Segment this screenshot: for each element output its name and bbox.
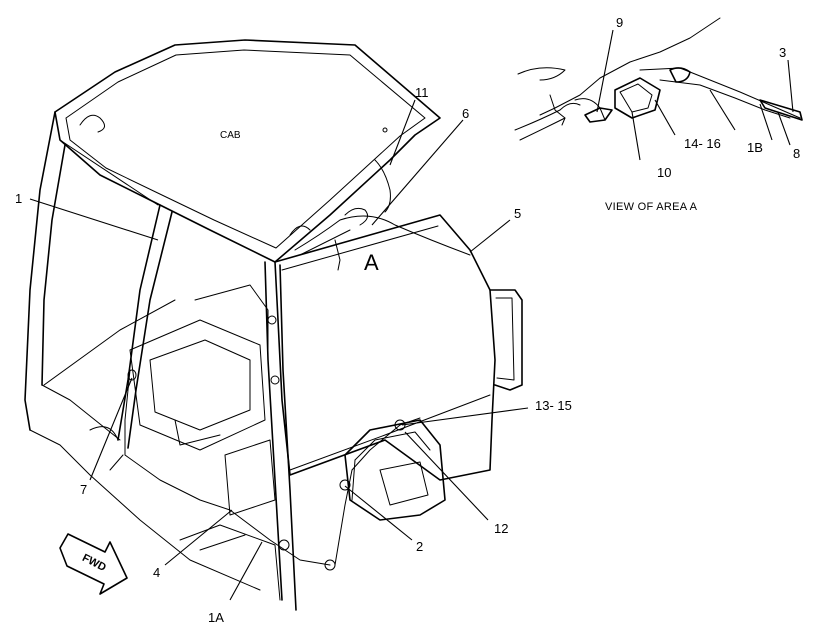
leader-lines bbox=[29, 29, 794, 601]
callout-1b: 1B bbox=[747, 140, 763, 155]
callout-13-15: 13- 15 bbox=[535, 398, 572, 413]
callout-1: 1 bbox=[15, 191, 22, 206]
callout-6: 6 bbox=[462, 106, 469, 121]
area-a-marker: A bbox=[364, 250, 379, 275]
cab-rear-post bbox=[264, 261, 297, 611]
callout-5: 5 bbox=[514, 206, 521, 221]
callout-2: 2 bbox=[416, 539, 423, 554]
fwd-direction-icon: FWD bbox=[59, 533, 128, 595]
callout-11: 11 bbox=[415, 85, 429, 100]
callout-7: 7 bbox=[80, 482, 87, 497]
cab-rear-panel bbox=[274, 214, 523, 481]
callout-9: 9 bbox=[616, 15, 623, 30]
side-console bbox=[344, 419, 446, 521]
callout-12: 12 bbox=[494, 521, 508, 536]
callout-14-16: 14- 16 bbox=[684, 136, 721, 151]
fwd-label: FWD bbox=[80, 552, 108, 574]
wiring-harness bbox=[109, 159, 471, 571]
cab-floor-structure bbox=[29, 284, 281, 601]
detail-view-area-a bbox=[514, 17, 803, 141]
cab-front-frame bbox=[24, 111, 176, 449]
cab-label: CAB bbox=[220, 130, 241, 141]
callout-1a: 1A bbox=[208, 610, 224, 625]
callout-8: 8 bbox=[793, 146, 800, 161]
callout-4: 4 bbox=[153, 565, 160, 580]
callout-3: 3 bbox=[779, 45, 786, 60]
view-caption: VIEW OF AREA A bbox=[605, 201, 698, 213]
callout-10: 10 bbox=[657, 165, 671, 180]
cab-roof bbox=[54, 39, 441, 263]
